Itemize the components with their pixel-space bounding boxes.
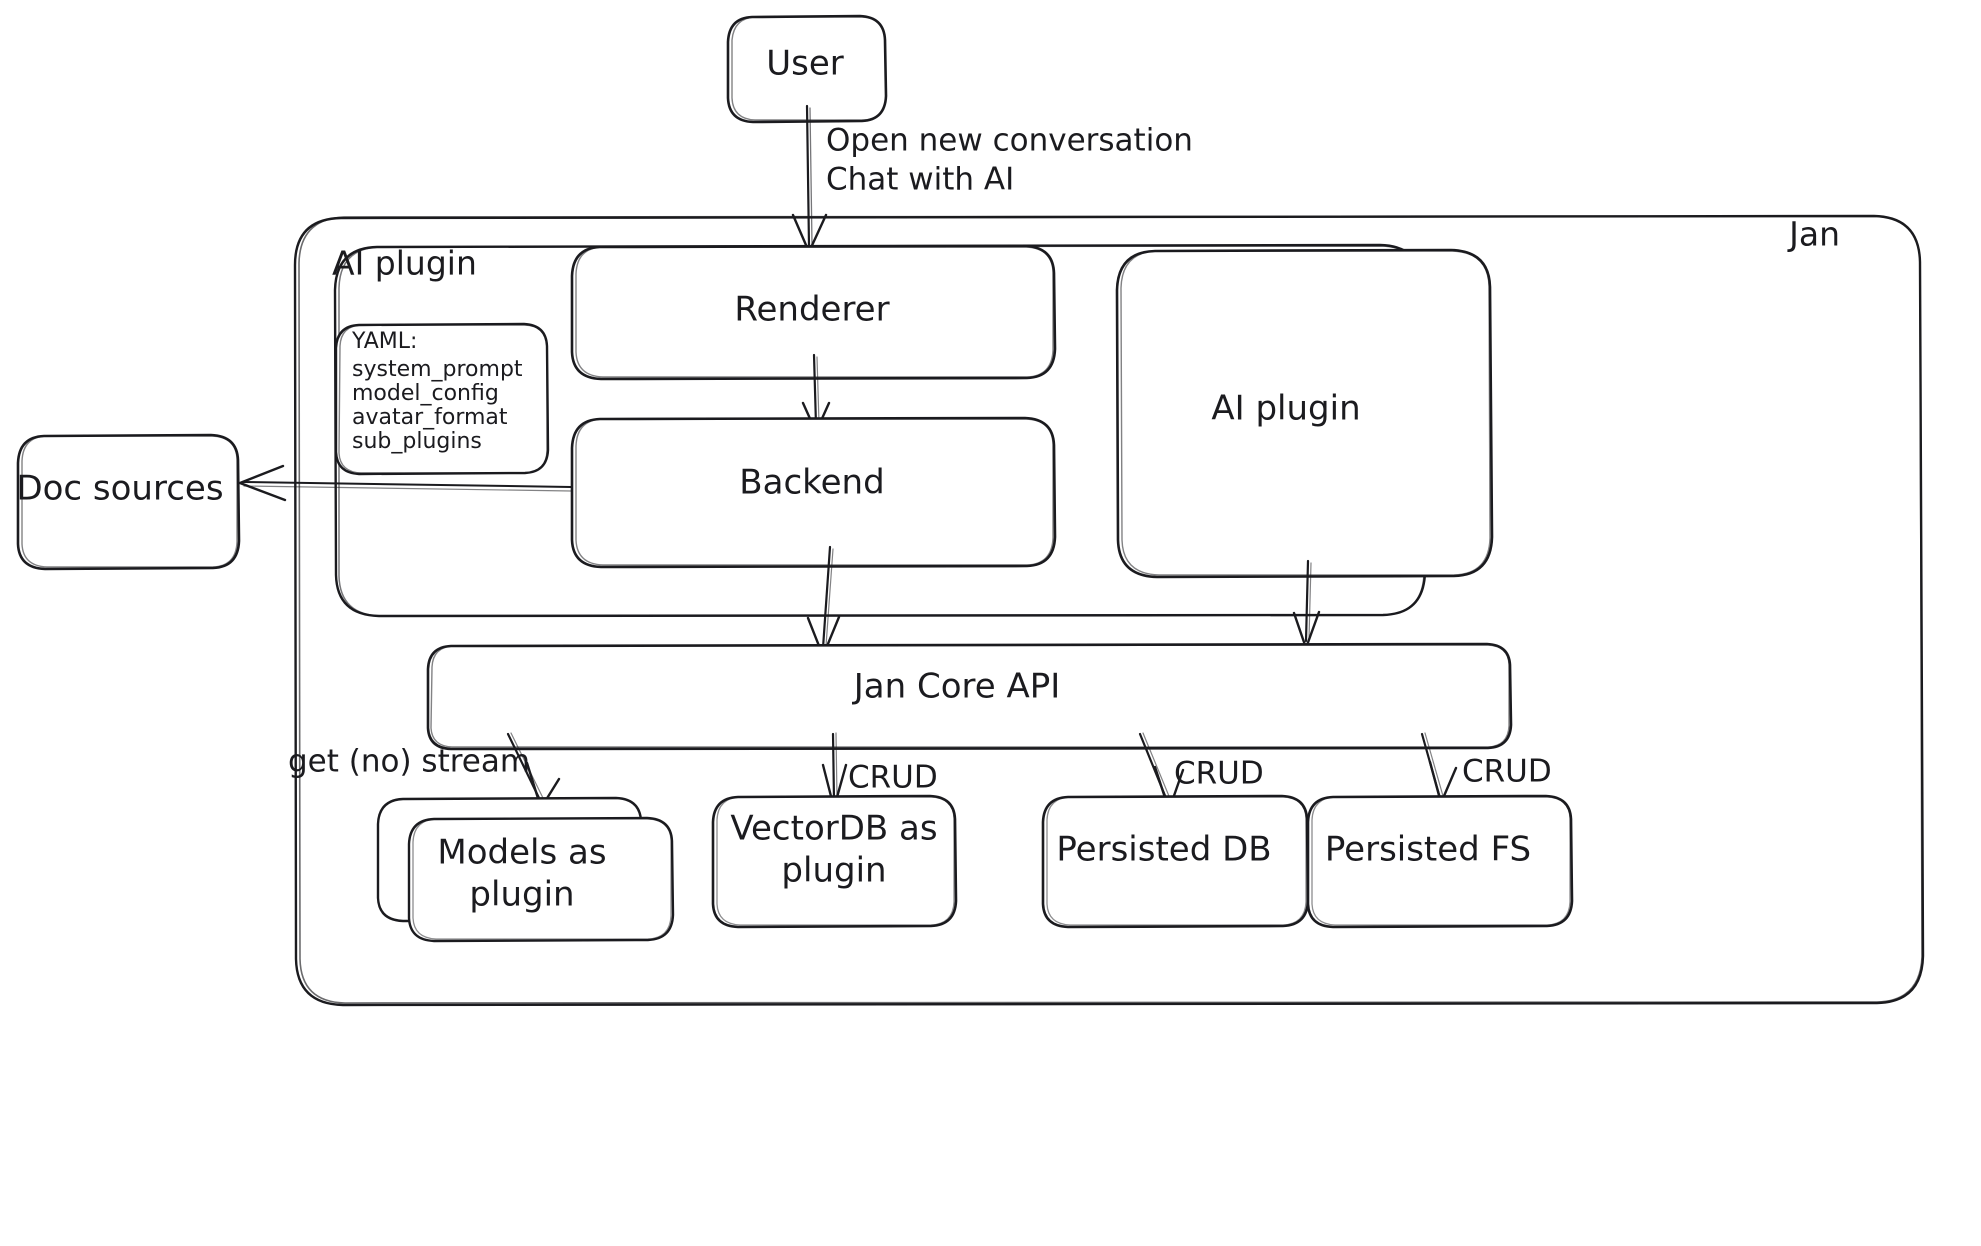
models-as-plugin-label-line1: Models as [437,833,606,873]
backend-node[interactable]: Backend [570,416,1057,569]
edge-label-chat-with-ai: Chat with AI [826,162,1014,198]
edge-label-crud-vectordb: CRUD [848,760,938,796]
yaml-line-avatar-format: avatar_format [352,405,508,430]
vectordb-as-plugin-node[interactable]: VectorDB as plugin [711,794,958,929]
yaml-head-label: YAML: [351,329,417,354]
vectordb-as-plugin-label-line2: plugin [781,851,886,891]
persisted-db-node-label: Persisted DB [1056,830,1271,870]
doc-sources-node-label: Doc sources [16,469,223,509]
edge-label-crud-persisted-fs: CRUD [1462,754,1552,790]
edge-core-api-to-models: get (no) stream [288,732,561,810]
persisted-fs-node-label: Persisted FS [1325,830,1531,870]
yaml-line-sub-plugins: sub_plugins [352,429,482,454]
backend-node-label: Backend [739,463,884,503]
jan-core-api-node[interactable]: Jan Core API [426,642,1513,751]
edge-user-to-renderer: Open new conversation Chat with AI [791,104,1193,254]
jan-container-label: Jan [1787,215,1840,254]
user-node-label: User [766,44,844,84]
ai-plugin-group-label: AI plugin [332,244,477,283]
edge-label-crud-persisted-db: CRUD [1174,756,1264,792]
edge-label-open-new-conversation: Open new conversation [826,123,1193,159]
renderer-node-label: Renderer [734,290,889,330]
edge-backend-to-doc-sources [238,464,572,502]
persisted-db-node[interactable]: Persisted DB [1041,794,1310,929]
ai-plugin-right-node[interactable]: AI plugin [1115,248,1494,579]
models-as-plugin-node[interactable]: Models as plugin [376,796,675,943]
jan-container[interactable]: Jan [293,215,1925,1007]
yaml-config-node[interactable]: YAML: system_prompt model_config avatar_… [334,322,550,476]
yaml-line-model-config: model_config [352,381,499,406]
edge-core-api-to-persisted-fs: CRUD [1420,732,1552,805]
persisted-fs-node[interactable]: Persisted FS [1306,794,1574,929]
renderer-node[interactable]: Renderer [570,244,1057,381]
doc-sources-node[interactable]: Doc sources [16,433,241,571]
ai-plugin-right-node-label: AI plugin [1211,389,1360,429]
yaml-line-system-prompt: system_prompt [352,357,523,382]
jan-core-api-node-label: Jan Core API [852,667,1061,707]
models-as-plugin-label-line2: plugin [469,875,574,915]
user-node[interactable]: User [726,14,888,124]
vectordb-as-plugin-label-line1: VectorDB as [730,809,937,849]
edge-label-get-no-stream: get (no) stream [288,744,530,780]
edge-core-api-to-persisted-db: CRUD [1138,732,1264,812]
